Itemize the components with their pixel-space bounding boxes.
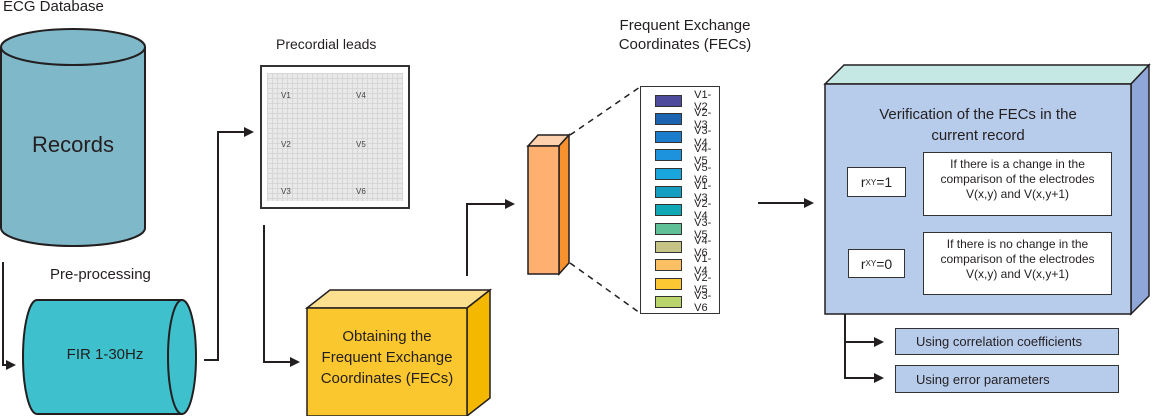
lead-label: V5 [356,140,366,149]
fir-filter-label: FIR 1-30Hz [66,346,144,363]
legend-swatch [655,222,683,235]
connector-preprocessing-to-leads [204,127,254,361]
precordial-leads-title: Precordial leads [276,36,377,52]
obtaining-fecs-box [304,288,493,416]
fecs-title-line-2: Coordinates (FECs) [618,36,752,53]
records-cylinder [0,28,146,247]
legend-item: V4-V5 [655,143,719,167]
connector-to-error [844,342,884,383]
legend-label: V1-V2 [694,88,712,113]
legend-item: V3-V5 [655,217,719,241]
legend-label: V1-V4 [694,253,712,278]
method-error-parameters: Using error parameters [895,365,1119,393]
r-value: =0 [876,255,893,272]
r-subscript: XY [865,177,877,187]
legend-swatch [655,240,683,253]
legend-swatch [655,186,683,198]
legend-item: V1-V3 [655,180,719,204]
legend-item: V1-V4 [655,253,719,277]
ecg-database-title: ECG Database [3,0,104,15]
verification-title: Verification of the FECs in the current … [825,104,1131,146]
condition-line-3: V(x,y) and V(x,y+1) [965,187,1070,201]
lead-label: V4 [356,91,366,100]
legend-swatch [655,295,683,308]
obtaining-line-3: Coordinates (FECs) [320,370,454,387]
legend-item: V1-V2 [655,89,719,113]
legend-item: V4-V6 [655,235,719,259]
legend-swatch [655,204,683,217]
legend-item: V3-V4 [655,125,719,149]
lead-label: V1 [281,91,291,100]
fir-filter-cylinder [22,299,197,415]
legend-swatch [655,131,683,144]
obtaining-fecs-label: Obtaining the Frequent Exchange Coordina… [307,326,467,389]
zoom-line-bottom [569,262,641,314]
legend-label: V4-V6 [694,234,712,259]
change-condition-box: If there is a change in the comparison o… [923,152,1112,216]
legend-label: V2-V4 [694,198,712,223]
legend-label: V3-V5 [694,216,712,241]
legend-swatch [655,94,683,107]
fecs-title-line-1: Frequent Exchange [619,17,751,34]
ecg-image [260,65,410,209]
condition-line-1: If there is a change in the [950,157,1085,171]
zoom-line-top [569,86,641,136]
lead-label: V6 [356,187,366,196]
condition-line-2: comparison of the electrodes [940,172,1095,186]
connector-obtaining-to-fecs [466,199,515,276]
legend-swatch [655,167,683,180]
connector-leads-to-obtaining [263,225,300,367]
connector-db-to-preprocessing [2,262,16,370]
condition-line-2: comparison of the electrodes [940,252,1095,266]
records-label: Records [32,132,114,157]
legend-item: V2-V4 [655,198,719,222]
r-symbol: r [860,255,866,272]
preprocessing-title: Pre-processing [50,266,151,283]
legend-label: V3-V6 [694,289,712,314]
r-value: =1 [876,174,893,190]
legend-label: V5-V6 [694,161,712,186]
verification-title-line-1: Verification of the FECs in the [879,106,1077,123]
no-change-condition-box: If there is no change in the comparison … [923,232,1112,295]
legend-swatch [655,112,683,125]
fecs-title: Frequent Exchange Coordinates (FECs) [585,16,785,54]
fecs-vector-bar [526,133,571,276]
verification-title-line-2: current record [931,127,1025,144]
obtaining-line-1: Obtaining the [342,328,432,345]
legend-label: V2-V5 [694,271,712,296]
lead-label: V2 [281,140,291,149]
condition-line-3: V(x,y) and V(x,y+1) [965,267,1070,281]
legend-item: V3-V6 [655,290,719,314]
connector-to-correlation [844,314,884,347]
obtaining-line-2: Frequent Exchange [321,349,453,366]
condition-line-1: If there is no change in the [946,237,1089,251]
legend-item: V5-V6 [655,162,719,186]
lead-label: V3 [281,187,291,196]
method-correlation-coefficients: Using correlation coefficients [895,328,1119,355]
legend-item: V2-V3 [655,107,719,131]
legend-label: V2-V3 [694,106,712,131]
legend-swatch [655,149,683,162]
legend-item: V2-V5 [655,272,719,296]
legend-label: V4-V5 [694,143,712,168]
r-symbol: r [860,174,866,190]
r-subscript: XY [865,259,877,268]
legend-swatch [655,277,683,290]
legend-swatch [655,259,683,272]
legend-label: V1-V3 [694,180,712,204]
legend-label: V3-V4 [694,125,712,150]
